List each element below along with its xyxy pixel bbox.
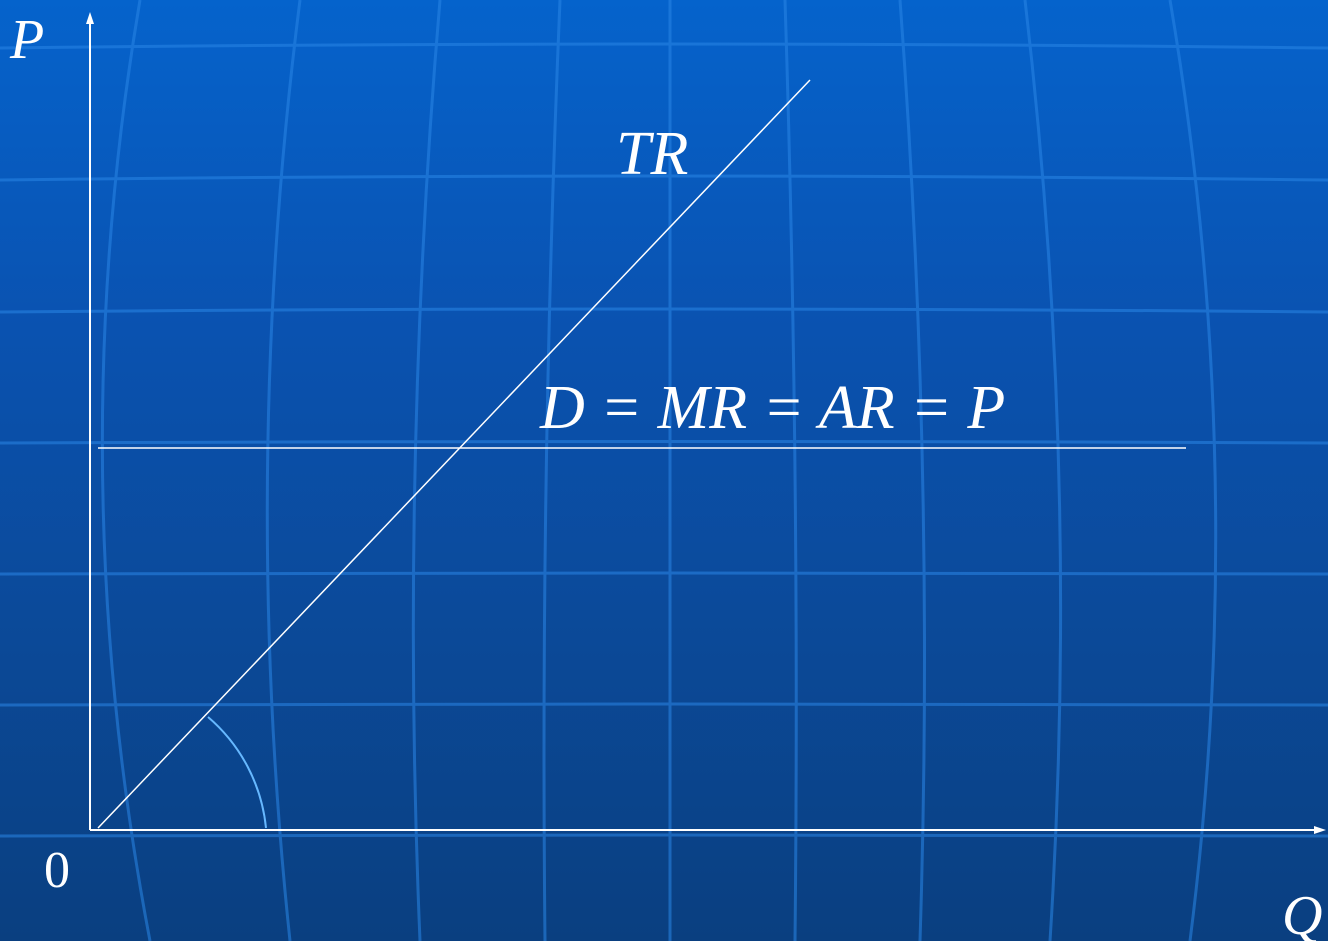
tr-label: TR (616, 120, 688, 188)
x-axis-arrow (1314, 826, 1326, 834)
y-axis-arrow (86, 12, 94, 24)
demand-label: D = MR = AR = P (539, 374, 1005, 442)
y-axis-label: P (9, 9, 44, 71)
origin-label: 0 (44, 842, 70, 899)
axes (86, 12, 1326, 834)
x-axis-label: Q (1282, 885, 1322, 941)
tr-line (97, 79, 811, 829)
angle-arc (207, 716, 267, 829)
